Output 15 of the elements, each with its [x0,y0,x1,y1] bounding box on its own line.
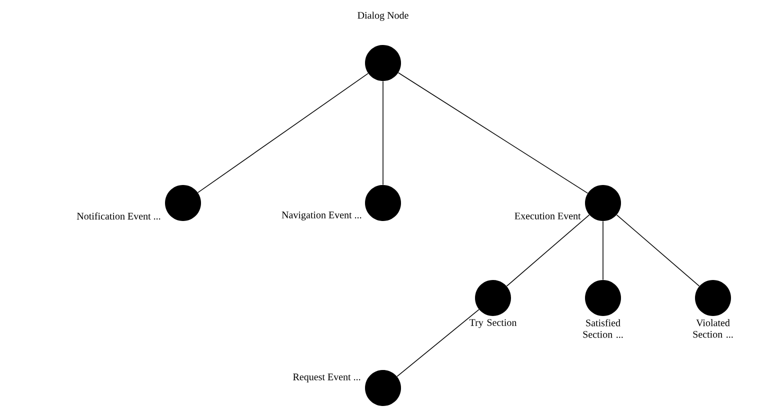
node-label: Notification Event ... [76,212,160,220]
connector-line [506,214,590,286]
node-label: Try Section [469,319,517,328]
connector-line [616,214,700,286]
connector-line [602,220,604,280]
node-label: Execution Event [514,212,581,220]
node-label: Request Event ... [293,374,360,382]
connector-line [396,309,480,377]
node-label: Satisfied Section ... [583,319,623,338]
node-label: Navigation Event ... [282,212,362,220]
node-label: Violated Section ... [693,319,733,338]
connector-line [382,80,384,186]
connector-line [398,72,588,194]
node-label: Dialog Node [358,12,408,21]
connector-line [198,73,368,193]
